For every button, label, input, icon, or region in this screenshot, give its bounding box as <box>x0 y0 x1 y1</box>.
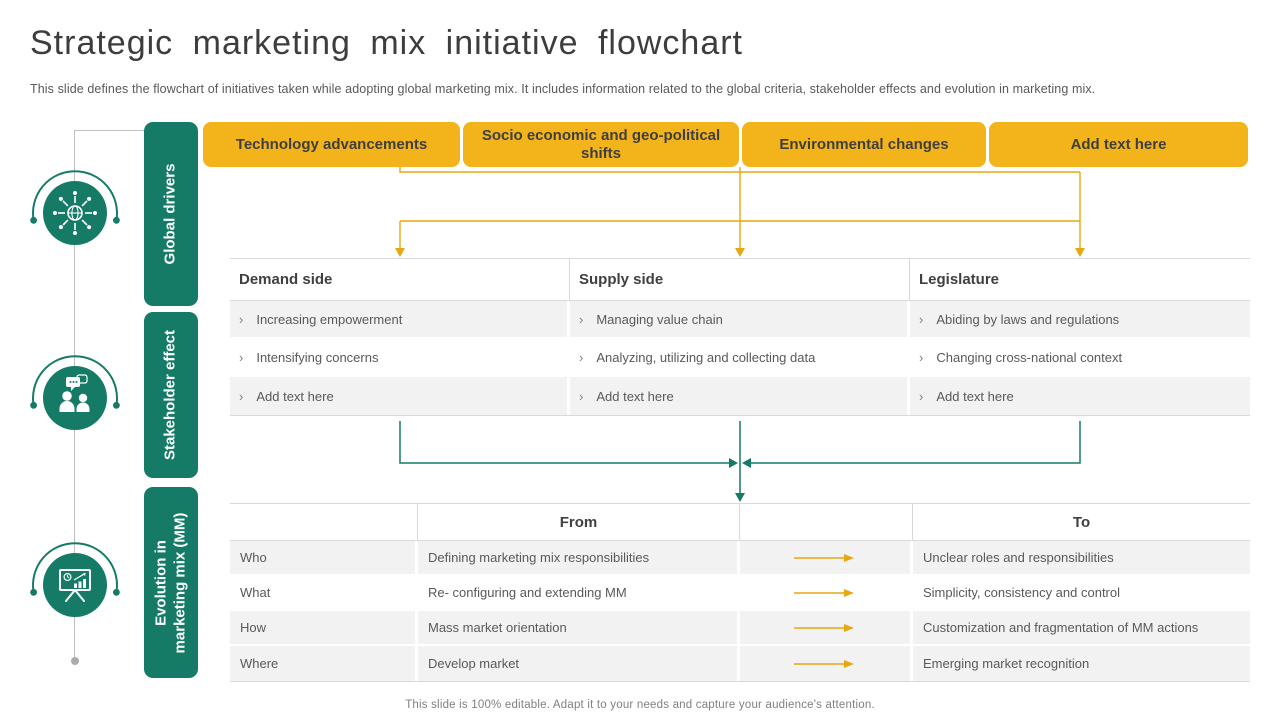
driver-button-socio-economic[interactable]: Socio economic and geo-political shifts <box>463 122 739 167</box>
driver-button-environmental[interactable]: Environmental changes <box>742 122 986 167</box>
to-cell: Customization and fragmentation of MM ac… <box>913 611 1250 646</box>
driver-button-technology[interactable]: Technology advancements <box>203 122 460 167</box>
stakeholder-table-header: Demand side Supply side Legislature <box>230 259 1250 301</box>
chevron-right-glyph: › <box>919 311 924 327</box>
evolution-badge <box>30 542 120 617</box>
section-label-text: Stakeholder effect <box>161 329 179 461</box>
column-header-legislature: Legislature <box>910 259 1250 301</box>
chevron-right-glyph: › <box>579 349 584 365</box>
arrow-cell <box>740 541 913 576</box>
arrow-cell <box>740 611 913 646</box>
section-label-stakeholder-effect: Stakeholder effect <box>144 312 198 478</box>
table-row: › Intensifying concerns › Analyzing, utili… <box>230 339 1250 377</box>
chevron-right-glyph: › <box>239 349 244 365</box>
add-text-placeholder[interactable]: Add text here <box>596 388 674 404</box>
table-cell: › Abiding by laws and regulations <box>910 301 1250 339</box>
chevron-right-glyph: › <box>239 311 244 327</box>
column-header-from: From <box>418 504 740 541</box>
cell-text: Increasing empowerment <box>256 311 403 327</box>
chevron-right-glyph: › <box>579 388 584 404</box>
arrow-cell <box>740 646 913 681</box>
evolution-table: From To Who Defining marketing mix respo… <box>230 503 1250 682</box>
stakeholder-table: Demand side Supply side Legislature › Inc… <box>230 258 1250 416</box>
from-cell: Defining marketing mix responsibilities <box>418 541 740 576</box>
yellow-connectors <box>399 167 1081 249</box>
page-title: Strategic marketing mix initiative flowc… <box>30 24 744 62</box>
timeline-rail-top-connector <box>74 130 146 131</box>
cell-text: Abiding by laws and regulations <box>936 311 1120 327</box>
column-header-to: To <box>913 504 1250 541</box>
slide-footer-note: This slide is 100% editable. Adapt it to… <box>405 699 875 711</box>
from-cell: Re- configuring and extending MM <box>418 576 740 611</box>
table-cell: › Add text here <box>230 377 570 415</box>
chevron-right-glyph: › <box>239 388 244 404</box>
right-arrow-icon <box>794 659 854 668</box>
aspect-cell: Where <box>230 646 418 681</box>
table-cell: › Analyzing, utilizing and collecting dat… <box>570 339 910 377</box>
cell-text: Changing cross-national context <box>936 349 1123 365</box>
table-row: What Re- configuring and extending MM Si… <box>230 576 1250 611</box>
section-label-text: Global drivers <box>161 163 179 265</box>
section-label-text: Evolution in marketing mix (MM) <box>152 512 188 653</box>
timeline-rail-end-dot <box>71 657 79 665</box>
table-row: › Increasing empowerment › Managing value … <box>230 301 1250 339</box>
section-label-global-drivers: Global drivers <box>144 122 198 306</box>
table-cell: › Increasing empowerment <box>230 301 570 339</box>
arrow-cell <box>740 576 913 611</box>
add-text-placeholder[interactable]: Add text here <box>936 388 1014 404</box>
table-cell: › Intensifying concerns <box>230 339 570 377</box>
cell-text: Intensifying concerns <box>256 349 379 365</box>
table-row: How Mass market orientation Customizatio… <box>230 611 1250 646</box>
column-header-arrow-blank <box>740 504 913 541</box>
aspect-cell: Who <box>230 541 418 576</box>
column-header-demand-side: Demand side <box>230 259 570 301</box>
to-cell: Unclear roles and responsibilities <box>913 541 1250 576</box>
global-drivers-badge <box>30 170 120 245</box>
from-cell: Mass market orientation <box>418 611 740 646</box>
column-header-supply-side: Supply side <box>570 259 910 301</box>
slide-subtitle: This slide defines the flowchart of init… <box>30 82 1096 96</box>
green-connectors <box>399 421 1081 494</box>
table-cell: › Managing value chain <box>570 301 910 339</box>
network-hub-icon <box>53 191 97 235</box>
to-cell: Simplicity, consistency and control <box>913 576 1250 611</box>
chevron-right-glyph: › <box>579 311 584 327</box>
column-header-blank <box>230 504 418 541</box>
table-row: Where Develop market Emerging market rec… <box>230 646 1250 681</box>
section-label-evolution: Evolution in marketing mix (MM) <box>144 487 198 678</box>
table-cell: › Changing cross-national context <box>910 339 1250 377</box>
presentation-chart-icon <box>59 569 91 602</box>
stakeholder-effect-badge <box>30 355 120 430</box>
cell-text: Managing value chain <box>596 311 723 327</box>
chevron-right-glyph: › <box>919 388 924 404</box>
table-row: Who Defining marketing mix responsibilit… <box>230 541 1250 576</box>
table-cell: › Add text here <box>910 377 1250 415</box>
aspect-cell: How <box>230 611 418 646</box>
yellow-arrowheads <box>395 248 1085 257</box>
cell-text: Analyzing, utilizing and collecting data <box>596 349 816 365</box>
to-cell: Emerging market recognition <box>913 646 1250 681</box>
right-arrow-icon <box>794 588 854 597</box>
right-arrow-icon <box>794 553 854 562</box>
driver-button-add-text[interactable]: Add text here <box>989 122 1248 167</box>
table-cell: › Add text here <box>570 377 910 415</box>
table-row: › Add text here › Add text here › Add text … <box>230 377 1250 415</box>
chevron-right-glyph: › <box>919 349 924 365</box>
people-discussion-icon <box>59 374 90 412</box>
right-arrow-icon <box>794 623 854 632</box>
aspect-cell: What <box>230 576 418 611</box>
green-arrowheads <box>729 458 751 502</box>
evolution-table-header: From To <box>230 504 1250 541</box>
add-text-placeholder[interactable]: Add text here <box>256 388 334 404</box>
from-cell: Develop market <box>418 646 740 681</box>
